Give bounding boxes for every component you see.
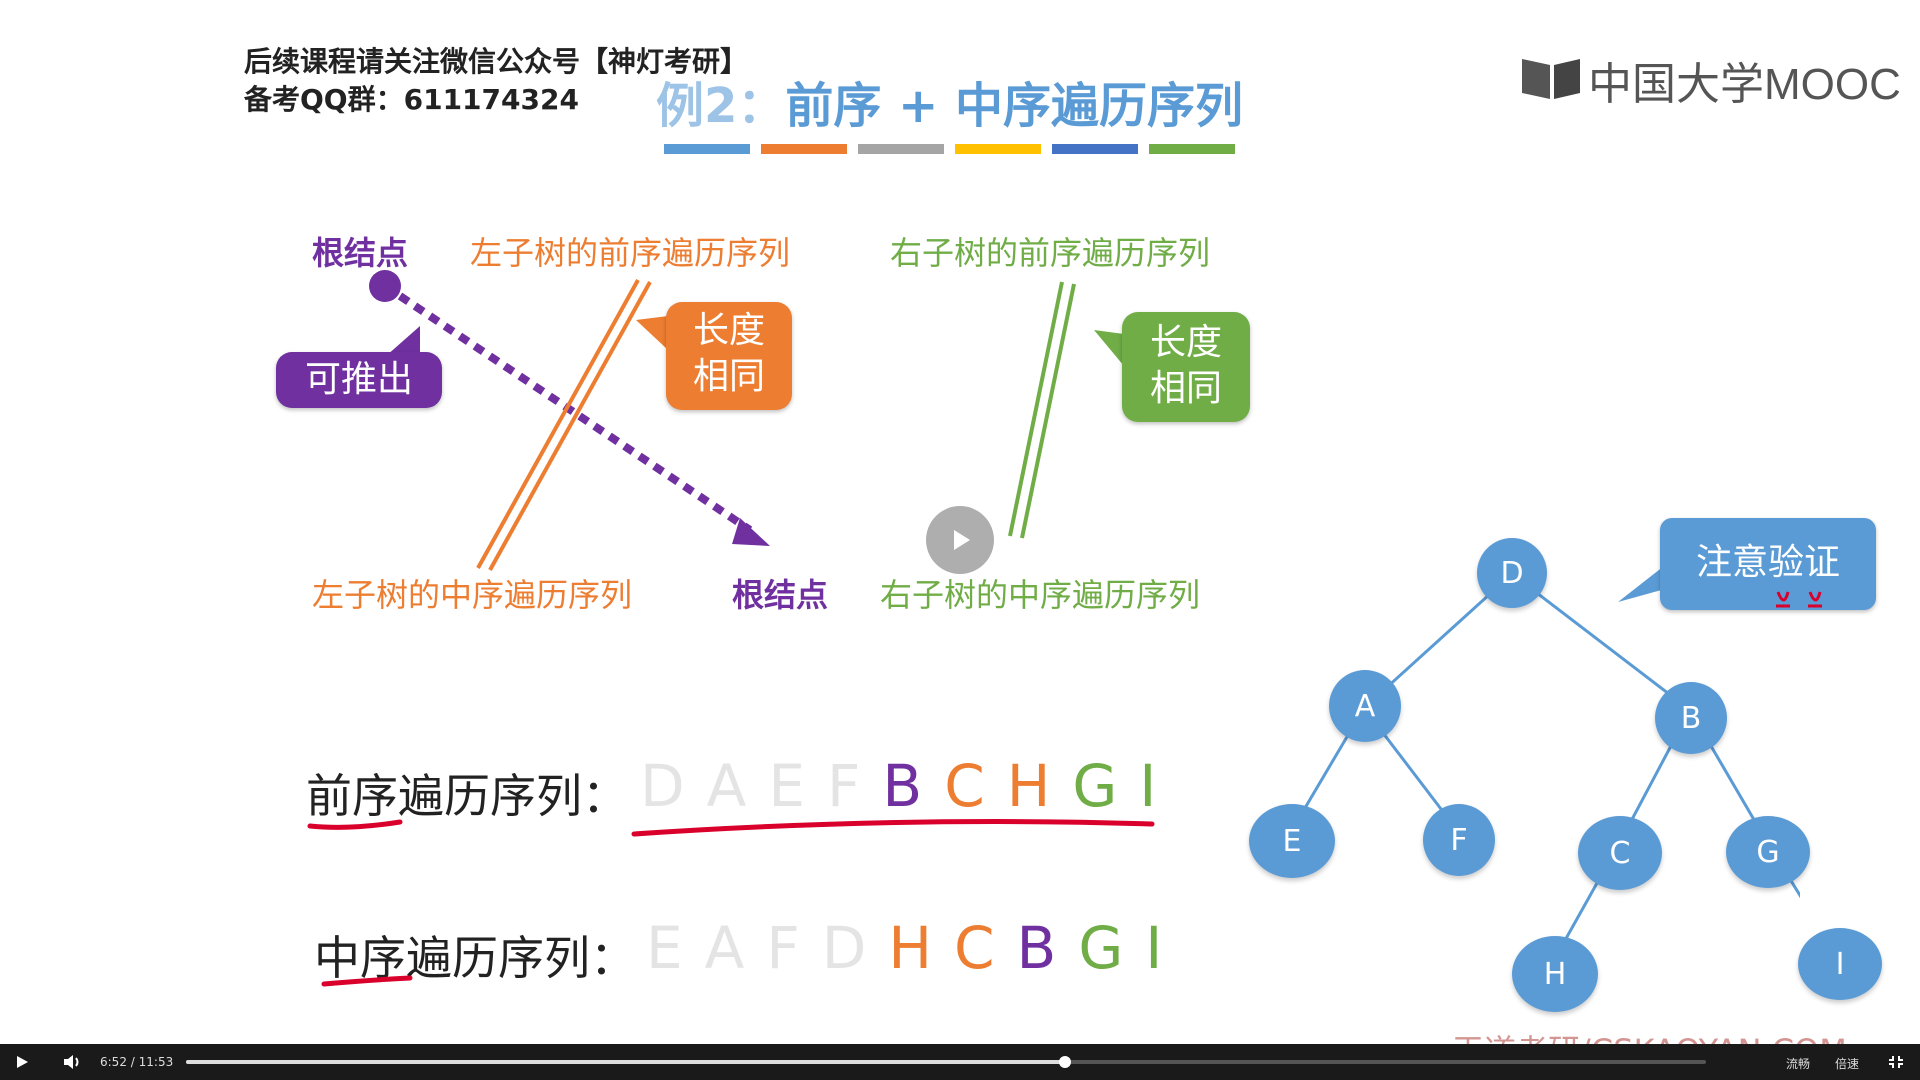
label-left-inorder: 左子树的中序遍历序列	[312, 576, 633, 614]
preorder-letter: H	[1006, 752, 1057, 820]
preorder-underline	[307, 819, 1155, 837]
quality-button[interactable]: 流畅	[1786, 1057, 1811, 1071]
inorder-faded-letter: F	[766, 914, 806, 982]
preorder-faded-letter: A	[706, 752, 753, 820]
color-bar	[1149, 144, 1235, 154]
label-right-inorder: 右子树的中序遍历序列	[880, 576, 1201, 614]
inorder-letter: H	[888, 914, 939, 982]
root-dot	[369, 270, 401, 302]
progress-handle[interactable]	[1058, 1056, 1071, 1068]
watermark: 王道考研/CSKAOYAN.COM	[1452, 1026, 1847, 1044]
inorder-underline	[321, 975, 413, 987]
preorder-faded-letter: D	[640, 752, 691, 820]
tree-node-f: F	[1423, 804, 1495, 876]
tree-node-i: I	[1798, 928, 1882, 1000]
tree-node-e: E	[1249, 804, 1335, 878]
color-bar	[955, 144, 1041, 154]
label-right-preorder: 右子树的前序遍历序列	[890, 234, 1211, 272]
video-frame[interactable]: 后续课程请关注微信公众号【神灯考研】 备考QQ群：611174324 例2：前序…	[0, 0, 1920, 1044]
time-current: 6:52	[100, 1055, 127, 1069]
preorder-letter: I	[1139, 752, 1163, 820]
inorder-faded-letter: A	[704, 914, 751, 982]
callout-same-length-left-line2: 相同	[692, 356, 765, 397]
title-main: 前序 + 中序遍历序列	[785, 78, 1244, 134]
color-bar	[858, 144, 944, 154]
right-tree-line-2	[1020, 283, 1076, 539]
preorder-label: 前序遍历序列：	[306, 769, 628, 823]
volume-icon[interactable]	[62, 1053, 82, 1071]
root-arrow-head	[732, 518, 770, 546]
label-left-preorder: 左子树的前序遍历序列	[470, 234, 791, 272]
verify-marks-icon	[1776, 591, 1822, 608]
time-display: 6:52 / 11:53	[100, 1055, 173, 1069]
color-bar	[1052, 144, 1138, 154]
play-icon	[954, 530, 970, 550]
inorder-letter: G	[1078, 914, 1130, 982]
tree-node-c: C	[1578, 816, 1662, 890]
callout-same-length-left: 长度 相同	[666, 302, 792, 410]
root-dotted-arrow	[397, 292, 753, 534]
inorder-faded-letter: D	[821, 914, 873, 982]
callout-verify-text: 注意验证	[1695, 542, 1840, 583]
tree-node-g: G	[1726, 816, 1810, 888]
notice-line-2: 备考QQ群：611174324	[244, 83, 579, 116]
preorder-letter: B	[882, 752, 929, 820]
progress-fill	[186, 1060, 1065, 1064]
callout-same-length-left-line1: 长度	[692, 310, 765, 351]
callout-derive: 可推出	[276, 352, 442, 408]
preorder-letter: C	[944, 752, 991, 820]
mooc-logo-text: 中国大学MOOC	[1588, 60, 1901, 109]
exit-fullscreen-icon[interactable]	[1888, 1055, 1904, 1069]
callout-same-length-right-line1: 长度	[1149, 322, 1222, 363]
mooc-logo-icon	[1522, 59, 1580, 99]
inorder-letter: I	[1145, 914, 1169, 982]
progress-track[interactable]	[186, 1056, 1706, 1068]
inorder-faded-letter: E	[646, 914, 689, 982]
tree-node-a: A	[1329, 670, 1401, 742]
speed-button[interactable]: 倍速	[1835, 1057, 1860, 1071]
label-root-top: 根结点	[312, 234, 409, 272]
inorder-letter: B	[1016, 914, 1063, 982]
slide-title: 例2：前序 + 中序遍历序列	[656, 66, 1243, 136]
mooc-logo: 中国大学MOOC	[1520, 48, 1901, 112]
tree-node-h: H	[1512, 936, 1598, 1012]
preorder-faded-letter: E	[768, 752, 812, 820]
preorder-letter: G	[1072, 752, 1124, 820]
time-total: 11:53	[138, 1055, 174, 1069]
play-icon[interactable]	[14, 1054, 30, 1070]
left-tree-line-2	[488, 281, 652, 571]
left-tree-line-1	[476, 279, 640, 569]
label-root-bottom: 根结点	[732, 576, 829, 614]
callout-same-length-right-line2: 相同	[1149, 368, 1222, 409]
video-control-bar: 6:52 / 11:53 流畅 倍速	[0, 1044, 1920, 1080]
inorder-label: 中序遍历序列：	[314, 931, 636, 985]
time-separator: /	[130, 1055, 135, 1069]
right-tree-line-1	[1008, 281, 1064, 537]
color-bar	[761, 144, 847, 154]
color-bar	[664, 144, 750, 154]
tree-node-d: D	[1477, 538, 1547, 608]
diagram-lines	[369, 270, 1124, 571]
tree-node-b: B	[1655, 682, 1727, 754]
center-play-button[interactable]	[926, 506, 994, 574]
preorder-faded-letter: F	[827, 752, 867, 820]
notice-line-1: 后续课程请关注微信公众号【神灯考研】	[244, 45, 749, 78]
callout-verify: 注意验证	[1660, 518, 1876, 610]
title-prefix: 例2：	[656, 78, 786, 134]
callout-same-length-right: 长度 相同	[1122, 312, 1250, 422]
inorder-letter: C	[954, 914, 1001, 982]
